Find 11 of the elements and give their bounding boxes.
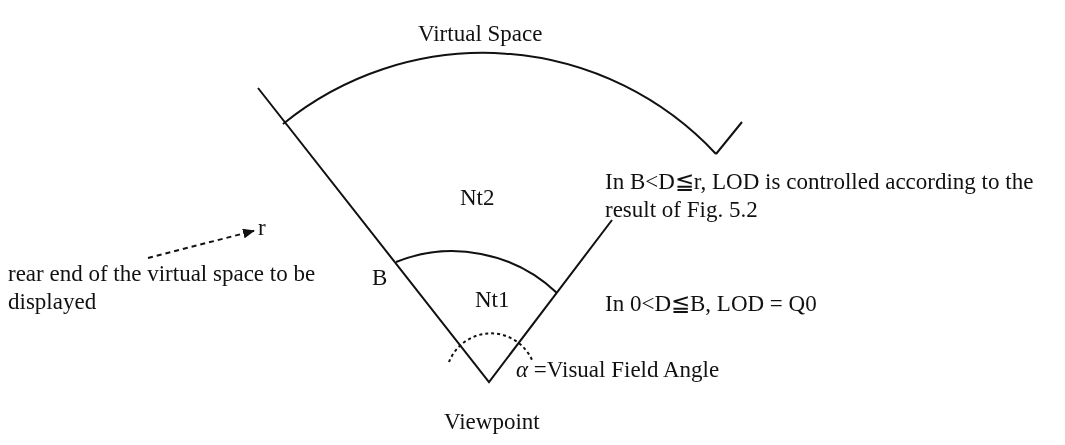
distance-label: B <box>372 264 388 292</box>
note-text: In B<D≦r, LOD is controlled according to the result of Fig. 5.2 <box>605 168 1035 224</box>
callout-text: rear end of the virtual space to be displayed <box>8 260 328 316</box>
region-label: Nt2 <box>460 184 495 212</box>
arrow <box>147 228 255 259</box>
caption: Viewpoint <box>444 408 540 436</box>
angle-label: α =Visual Field Angle <box>516 356 720 384</box>
region-label: Nt1 <box>475 286 510 314</box>
title: Virtual Space <box>418 20 543 48</box>
note-text: In 0<D≦B, LOD = Q0 <box>605 290 817 318</box>
range-label: r <box>258 214 266 242</box>
